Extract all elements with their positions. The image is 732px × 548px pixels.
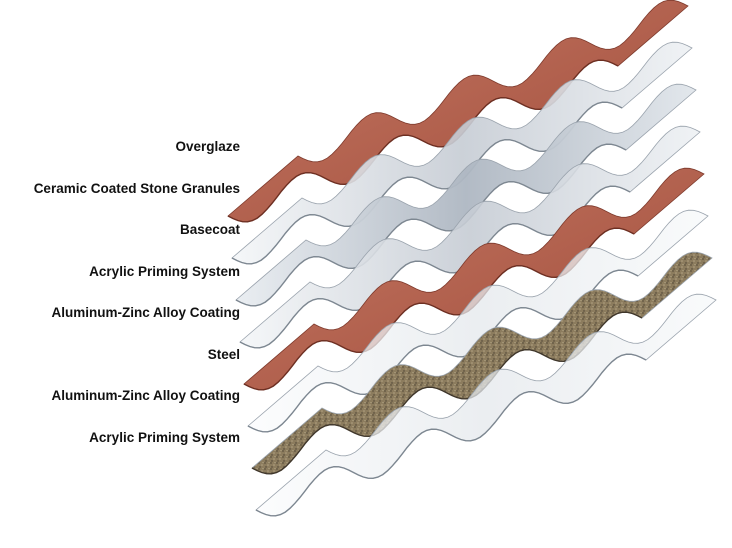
tile-layer-1-edge	[255, 353, 647, 517]
layer-label-ceramic-granules: Ceramic Coated Stone Granules	[33, 181, 240, 196]
layer-label-overglaze: Overglaze	[175, 139, 240, 154]
layer-label-alloy-bottom: Aluminum-Zinc Alloy Coating	[51, 388, 241, 403]
layer-label-alloy-top: Aluminum-Zinc Alloy Coating	[51, 305, 241, 320]
layer-label-acrylic-primer-bottom: Acrylic Priming System	[89, 430, 240, 445]
layer-label-steel: Steel	[207, 347, 240, 362]
layer-label-basecoat: Basecoat	[179, 222, 240, 237]
layer-label-acrylic-primer-top: Acrylic Priming System	[89, 264, 240, 279]
